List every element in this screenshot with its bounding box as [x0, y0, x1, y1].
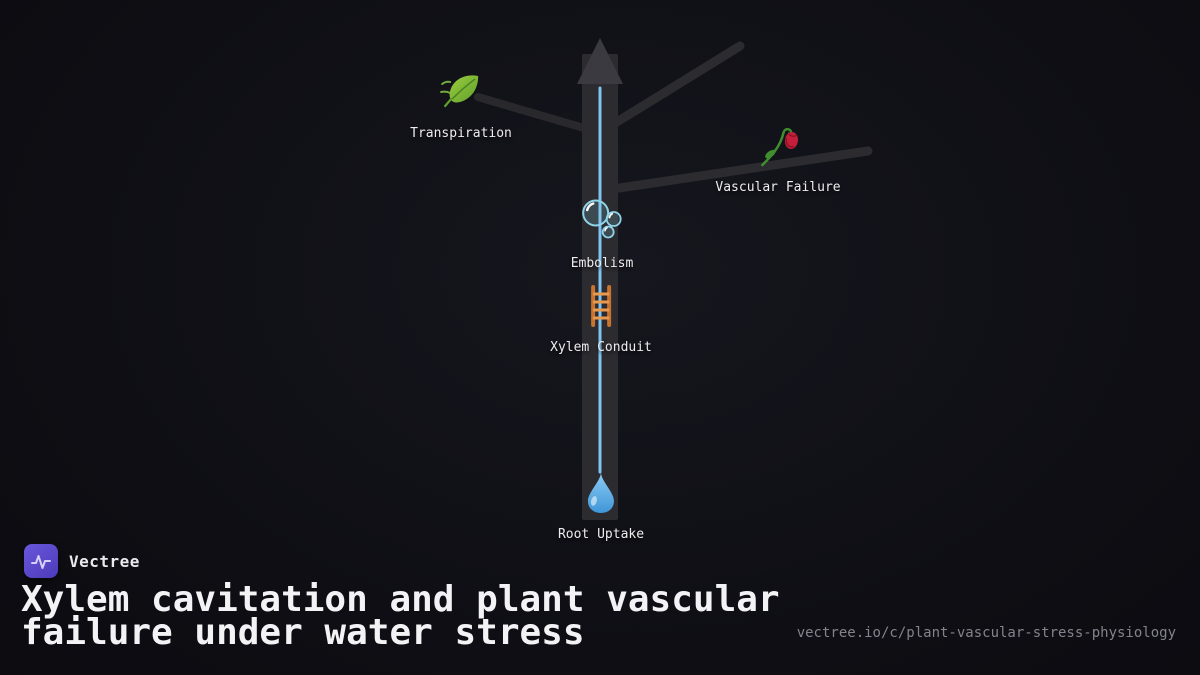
branch-top-right: [594, 41, 745, 138]
node-root-uptake[interactable]: Root Uptake: [558, 470, 644, 542]
card-url[interactable]: vectree.io/c/plant-vascular-stress-physi…: [796, 625, 1176, 641]
node-label: Transpiration: [410, 126, 512, 141]
branch-right: [594, 146, 873, 196]
brand-name: Vectree: [69, 551, 140, 571]
wilted-rose-icon: [760, 127, 798, 167]
node-label: Root Uptake: [557, 527, 645, 542]
upward-flow-arrow-icon: [577, 38, 623, 84]
bubbles-icon: [582, 199, 622, 239]
node-transpiration[interactable]: Transpiration: [410, 69, 512, 141]
node-vascular-failure[interactable]: Vascular Failure: [715, 123, 841, 195]
card-title: Xylem cavitation and plant vascular fail…: [21, 579, 780, 653]
node-label: Embolism: [570, 256, 634, 271]
brand: Vectree: [24, 544, 140, 578]
branch-left: [474, 93, 605, 137]
logo-waveform-icon: [31, 555, 51, 569]
node-embolism[interactable]: Embolism: [570, 199, 634, 271]
ladder-icon: [591, 285, 611, 327]
node-xylem-conduit[interactable]: Xylem Conduit: [550, 283, 652, 355]
leaf-icon: [440, 75, 479, 108]
vectree-logo[interactable]: [24, 544, 58, 578]
node-label: Xylem Conduit: [550, 340, 652, 355]
node-label: Vascular Failure: [715, 180, 841, 195]
title-line-1: Xylem cavitation and plant vascular: [21, 579, 780, 620]
droplet-icon: [588, 472, 614, 513]
title-line-2: failure under water stress: [21, 612, 585, 653]
